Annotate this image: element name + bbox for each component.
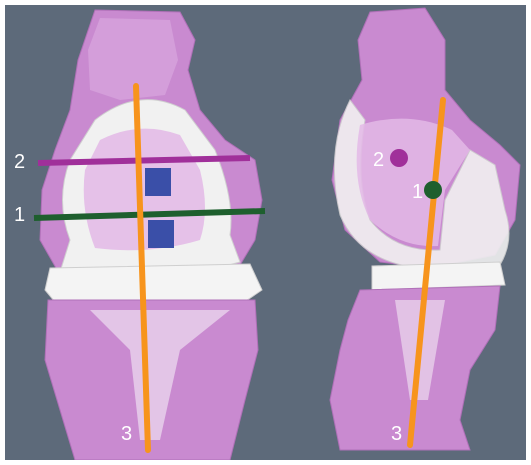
render-viewport: 2 1 3 2 1 3 bbox=[5, 5, 526, 460]
knee-implant-illustration bbox=[5, 5, 526, 460]
lateral-point-2-label: 2 bbox=[373, 150, 384, 170]
lateral-tibial-tray bbox=[372, 262, 505, 290]
lateral-point-1-label: 1 bbox=[412, 182, 423, 202]
insert-post-upper bbox=[145, 168, 171, 196]
lateral-view bbox=[330, 8, 520, 450]
lateral-axis-3-label: 3 bbox=[391, 424, 402, 444]
anterior-axis-3-label: 3 bbox=[121, 424, 132, 444]
lateral-point-2 bbox=[390, 149, 408, 167]
lateral-point-1 bbox=[424, 181, 442, 199]
anterior-view bbox=[34, 10, 265, 460]
anterior-femur-highlight bbox=[88, 18, 178, 100]
anterior-line-2-label: 2 bbox=[14, 152, 25, 172]
insert-post-lower bbox=[148, 220, 174, 248]
anterior-line-1-label: 1 bbox=[14, 205, 25, 225]
